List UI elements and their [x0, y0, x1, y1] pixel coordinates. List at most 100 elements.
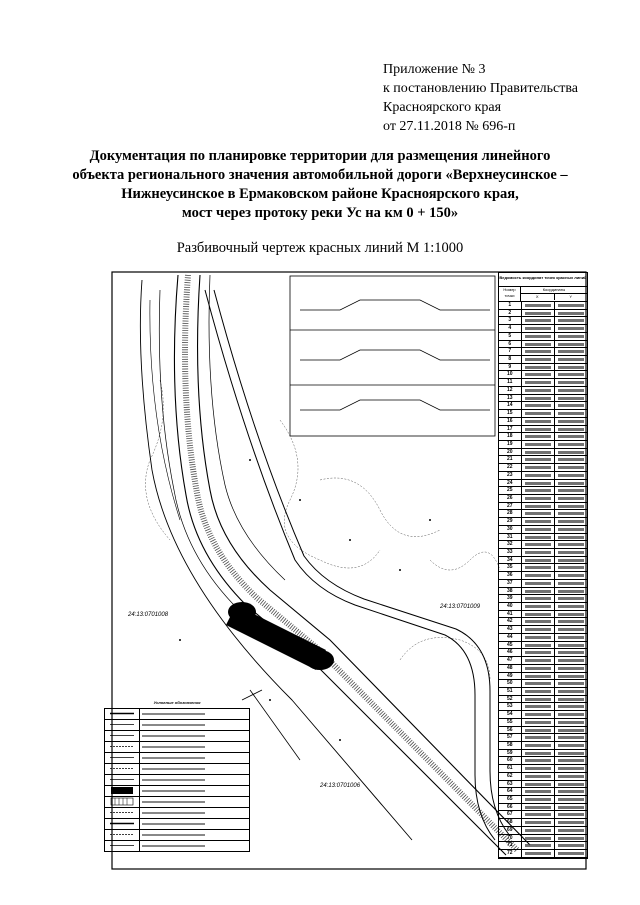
- legend: Условные обозначения: [104, 700, 250, 852]
- y-coordinate: [555, 595, 587, 602]
- y-coordinate: [555, 734, 587, 741]
- table-row: 32: [499, 541, 587, 549]
- col-coords-group: Координаты X Y: [521, 287, 587, 301]
- legend-row: [104, 785, 250, 797]
- bridge: [226, 602, 334, 670]
- point-number: 72: [499, 850, 522, 857]
- legend-symbol: [104, 840, 140, 852]
- legend-label: [139, 785, 250, 797]
- legend-label: [139, 730, 250, 742]
- point-number: 2: [499, 309, 522, 317]
- point-number: 6: [499, 340, 522, 348]
- legend-label: [139, 741, 250, 753]
- point-number: 32: [499, 541, 522, 548]
- legend-label: [139, 807, 250, 819]
- legend-label: [139, 719, 250, 731]
- y-coordinate: [555, 371, 587, 378]
- x-coordinate: [522, 657, 555, 664]
- x-coordinate: [522, 325, 555, 332]
- y-coordinate: [555, 410, 587, 417]
- point-number: 46: [499, 649, 522, 657]
- x-coordinate: [522, 510, 555, 518]
- y-coordinate: [555, 433, 587, 440]
- x-coordinate: [522, 394, 555, 402]
- x-coordinate: [522, 348, 555, 356]
- table-row: 29: [499, 518, 587, 526]
- table-row: 55: [499, 718, 587, 727]
- table-row: 35: [499, 564, 587, 573]
- point-number: 13: [499, 394, 522, 402]
- x-coordinate: [522, 340, 555, 348]
- title-line-2: объекта регионального значения автомобил…: [72, 167, 568, 183]
- table-row: 67: [499, 811, 587, 820]
- x-coordinate: [522, 826, 555, 834]
- y-coordinate: [555, 480, 587, 487]
- table-row: 1: [499, 302, 587, 310]
- point-number: 65: [499, 796, 522, 803]
- table-row: 38: [499, 587, 587, 596]
- point-number: 19: [499, 440, 522, 448]
- table-row: 54: [499, 711, 587, 719]
- y-coordinate: [555, 765, 587, 772]
- point-number: 31: [499, 533, 522, 541]
- point-number: 23: [499, 471, 522, 479]
- drawing-subtitle: Разбивочный чертеж красных линий М 1:100…: [176, 240, 464, 256]
- x-coordinate: [522, 471, 555, 479]
- table-row: 48: [499, 664, 587, 673]
- x-coordinate: [522, 765, 555, 772]
- table-row: 12: [499, 386, 587, 395]
- point-number: 20: [499, 448, 522, 456]
- y-coordinate: [555, 642, 587, 649]
- document-title: Документация по планировке территории дл…: [60, 147, 580, 223]
- table-row: 16: [499, 417, 587, 426]
- legend-symbol: [104, 807, 140, 819]
- table-row: 37: [499, 579, 587, 588]
- legend-row: [104, 730, 250, 742]
- y-coordinate: [555, 534, 587, 541]
- red-lines-drawing: 24:13:0701008 24:13:0701009 24:13:070100…: [111, 271, 587, 870]
- table-row: 30: [499, 525, 587, 534]
- x-coordinate: [522, 749, 555, 757]
- point-number: 12: [499, 386, 522, 394]
- appendix-block: Приложение № 3 к постановлению Правитель…: [383, 60, 578, 136]
- x-coordinate: [522, 633, 555, 641]
- table-row: 65: [499, 796, 587, 804]
- point-number: 56: [499, 726, 522, 734]
- point-number: 1: [499, 302, 522, 309]
- x-coordinate: [522, 302, 555, 309]
- table-row: 45: [499, 641, 587, 650]
- point-number: 15: [499, 410, 522, 417]
- table-row: 51: [499, 687, 587, 696]
- legend-label: [139, 796, 250, 808]
- y-coordinate: [555, 526, 587, 533]
- x-coordinate: [522, 741, 555, 749]
- legend-row: [104, 741, 250, 753]
- table-row: 36: [499, 572, 587, 580]
- point-number: 51: [499, 687, 522, 695]
- x-coordinate: [522, 718, 555, 726]
- point-number: 33: [499, 549, 522, 556]
- y-coordinate: [555, 850, 587, 857]
- x-coordinate: [522, 487, 555, 494]
- table-row: 21: [499, 456, 587, 465]
- legend-row: [104, 774, 250, 786]
- y-coordinate: [555, 711, 587, 718]
- table-row: 8: [499, 356, 587, 364]
- point-number: 48: [499, 664, 522, 672]
- legend-label: [139, 763, 250, 775]
- point-number: 22: [499, 464, 522, 471]
- y-coordinate: [555, 773, 587, 780]
- x-coordinate: [522, 356, 555, 363]
- point-number: 29: [499, 518, 522, 525]
- legend-symbol: [104, 818, 140, 830]
- y-coordinate: [555, 333, 587, 340]
- table-row: 17: [499, 425, 587, 434]
- table-row: 28: [499, 510, 587, 519]
- y-coordinate: [555, 418, 587, 425]
- y-coordinate: [555, 703, 587, 710]
- coordinates-table: Ведомость координат точек красных линий …: [498, 272, 588, 859]
- point-number: 34: [499, 556, 522, 564]
- table-row: 44: [499, 633, 587, 642]
